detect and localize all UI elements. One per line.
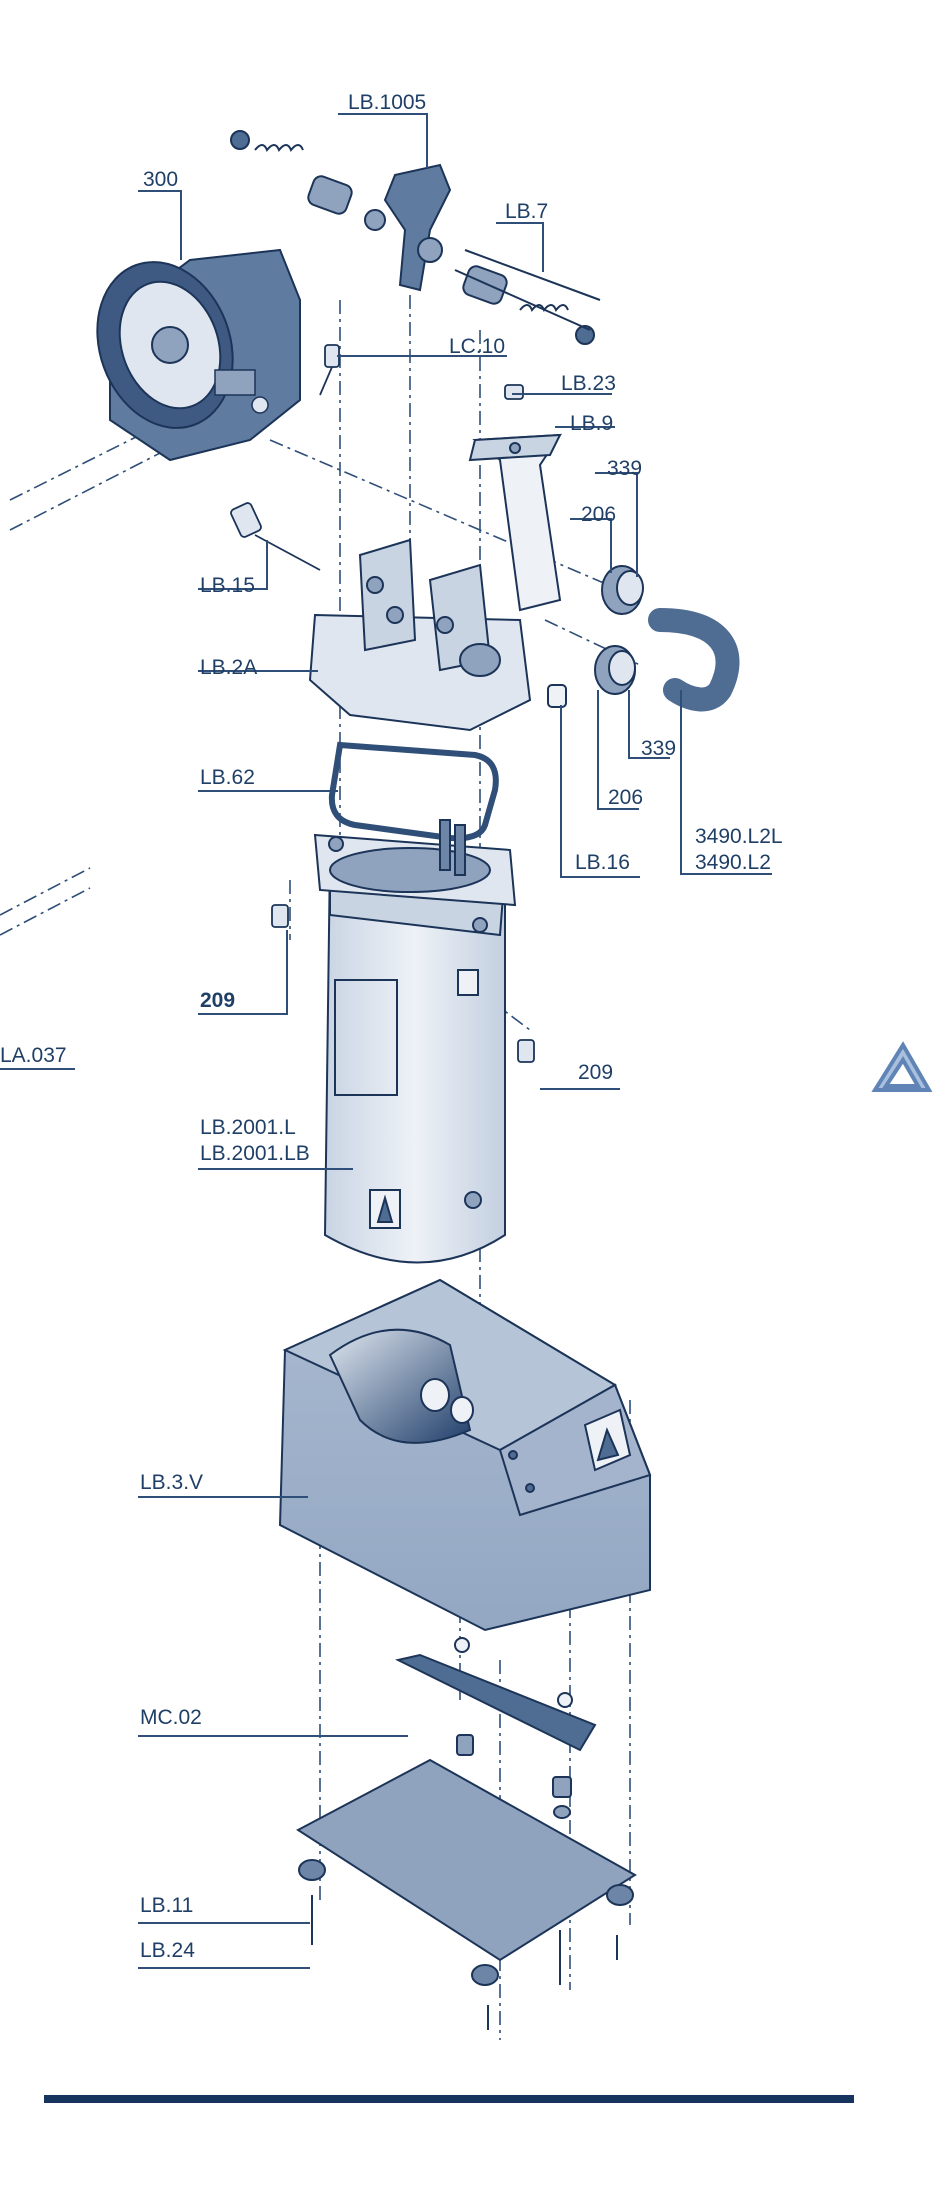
leader-lb62 bbox=[198, 790, 338, 792]
leader-lb3v bbox=[138, 1496, 308, 1498]
label-lb9: LB.9 bbox=[570, 413, 613, 434]
leader-339a-v bbox=[636, 472, 638, 577]
leader-209a-v bbox=[286, 930, 288, 1013]
label-la037: LA.037 bbox=[0, 1045, 67, 1066]
label-300: 300 bbox=[143, 169, 178, 190]
leader-lb16 bbox=[560, 876, 640, 878]
leader-339b-v bbox=[628, 690, 630, 757]
leader-lb24 bbox=[138, 1967, 310, 1969]
leader-la037 bbox=[0, 1068, 75, 1070]
leader-lb16-v bbox=[560, 705, 562, 876]
label-lb7: LB.7 bbox=[505, 201, 548, 222]
leader-lb1005-v bbox=[426, 113, 428, 168]
leader-206b-v bbox=[597, 690, 599, 808]
label-lc10: LC.10 bbox=[449, 336, 505, 357]
label-lb11: LB.11 bbox=[140, 1895, 193, 1916]
leader-206a-v bbox=[610, 518, 612, 573]
label-3490l2: 3490.L2 bbox=[695, 852, 771, 873]
label-lb2001lb: LB.2001.LB bbox=[200, 1143, 310, 1164]
label-lb15: LB.15 bbox=[200, 575, 255, 596]
label-lb1005: LB.1005 bbox=[348, 92, 426, 113]
bottom-rule bbox=[44, 2095, 854, 2103]
head-lb2a bbox=[310, 540, 530, 730]
side-logo-icon bbox=[875, 1045, 929, 1090]
leader-209a bbox=[198, 1013, 288, 1015]
label-206b: 206 bbox=[608, 787, 643, 808]
leader-mc02 bbox=[138, 1735, 408, 1737]
motor-housing-300 bbox=[75, 243, 300, 460]
label-lb24: LB.24 bbox=[140, 1940, 195, 1961]
label-lb2a: LB.2A bbox=[200, 657, 257, 678]
plate-lb9 bbox=[470, 435, 560, 610]
label-lb3v: LB.3.V bbox=[140, 1472, 203, 1493]
label-209a: 209 bbox=[200, 990, 235, 1011]
label-3490l2l: 3490.L2L bbox=[695, 826, 783, 847]
label-lb23: LB.23 bbox=[561, 373, 616, 394]
base-plate-lb11 bbox=[298, 1760, 635, 2030]
cable-glands bbox=[548, 566, 728, 707]
leader-lb7-v bbox=[542, 222, 544, 272]
label-lb2001l: LB.2001.L bbox=[200, 1117, 296, 1138]
label-339a: 339 bbox=[607, 458, 642, 479]
leader-lb2001 bbox=[198, 1168, 353, 1170]
label-339b: 339 bbox=[641, 738, 676, 759]
label-lb62: LB.62 bbox=[200, 767, 255, 788]
leader-300-v bbox=[180, 190, 182, 260]
label-206a: 206 bbox=[581, 504, 616, 525]
leader-lb11 bbox=[138, 1922, 310, 1924]
label-209b: 209 bbox=[578, 1062, 613, 1083]
body-lb2001 bbox=[315, 820, 515, 1263]
leader-3490-v bbox=[680, 690, 682, 873]
leader-209b bbox=[540, 1088, 620, 1090]
label-lb16: LB.16 bbox=[575, 852, 630, 873]
label-mc02: MC.02 bbox=[140, 1707, 202, 1728]
gasket-lb62 bbox=[332, 745, 496, 838]
leader-lb15-v bbox=[266, 540, 268, 588]
